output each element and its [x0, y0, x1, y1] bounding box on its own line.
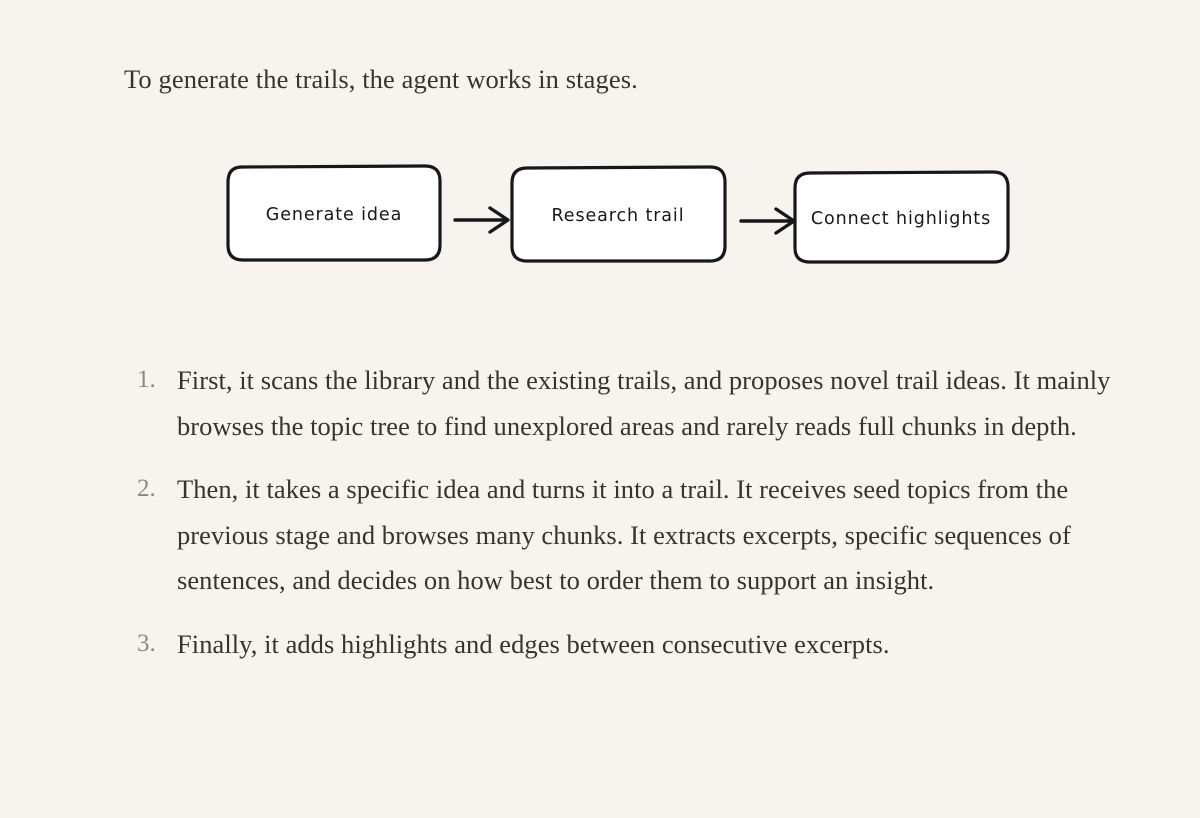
list-item-text: Then, it takes a specific idea and turns… [177, 474, 1071, 596]
list-item-text: First, it scans the library and the exis… [177, 365, 1111, 441]
list-item: 3. Finally, it adds highlights and edges… [137, 622, 1127, 668]
list-item-marker: 2. [137, 475, 156, 503]
flow-node-generate-idea-label: Generate idea [266, 205, 402, 225]
flow-node-connect-highlights[interactable]: Connect highlights [793, 170, 1010, 264]
list-item-text: Finally, it adds highlights and edges be… [177, 628, 890, 659]
list-item-marker: 3. [137, 629, 156, 657]
list-item: 2. Then, it takes a specific idea and tu… [137, 467, 1127, 604]
flow-arrow-1-icon [453, 206, 510, 234]
list-item: 1. First, it scans the library and the e… [137, 358, 1127, 449]
flow-node-generate-idea[interactable]: Generate idea [226, 164, 442, 262]
stages-ordered-list: 1. First, it scans the library and the e… [137, 358, 1127, 667]
flow-node-research-trail-shape [510, 165, 727, 263]
flow-node-research-trail[interactable]: Research trail [510, 165, 727, 263]
flow-node-research-trail-label: Research trail [552, 206, 685, 226]
list-item-marker: 1. [137, 366, 156, 393]
flow-node-generate-idea-shape [226, 164, 442, 262]
flow-arrow-2-icon [739, 207, 796, 235]
stages-flow-diagram: Generate idea Research trail Connect hig… [0, 150, 1200, 280]
flow-node-connect-highlights-shape [793, 170, 1010, 264]
flow-node-connect-highlights-label: Connect highlights [811, 209, 991, 229]
intro-paragraph: To generate the trails, the agent works … [124, 63, 638, 94]
